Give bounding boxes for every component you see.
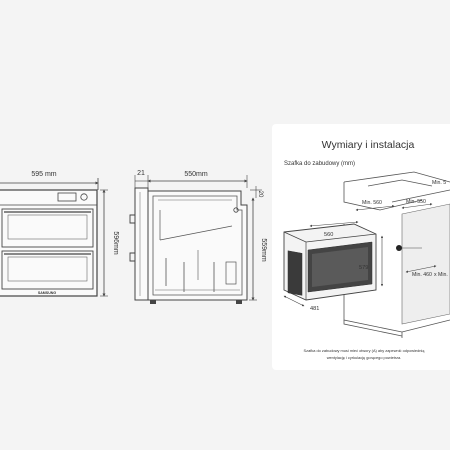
dim-min-460: Min. 460 — [412, 272, 432, 278]
oven-perspective-drawing — [283, 223, 377, 301]
oven-front-body — [0, 189, 98, 297]
side-door-profile — [134, 187, 149, 301]
side-handle-lower — [129, 252, 135, 262]
dim-min-550: Min. 550 — [406, 199, 426, 205]
installation-note-line2: wentylację i cyrkulację gorącego powietr… — [327, 355, 402, 360]
dim-min-right: Min. 5 — [432, 180, 446, 186]
dim-oven-height: 579 — [359, 265, 368, 271]
front-view-drawing: 595 mm SAMSUNG 596mm — [0, 171, 119, 297]
installation-subtitle: Szafka do zabudowy (mm) — [284, 161, 355, 167]
dim-oven-width: 560 — [324, 232, 333, 238]
dim-min-rest: x Min. — [434, 272, 448, 278]
installation-note-line1: Szafka do zabudowy musi mieć otwory (A) … — [304, 348, 426, 353]
installation-diagram: Wymiary i instalacja Szafka do zabudowy … — [283, 139, 450, 360]
lower-door — [1, 250, 94, 290]
brand-logo: SAMSUNG — [38, 291, 57, 295]
control-display — [57, 192, 77, 202]
side-offset-label: 21 — [137, 170, 145, 177]
side-depth-label: 550mm — [184, 171, 208, 178]
dim-min-560: Min. 560 — [362, 200, 382, 206]
side-view-drawing: 21 550mm 20 — [129, 170, 267, 304]
installation-title: Wymiary i instalacja — [322, 139, 415, 151]
vent-opening-marker — [396, 245, 402, 251]
technical-drawings: 595 mm SAMSUNG 596mm — [0, 170, 267, 304]
front-width-label: 595 mm — [31, 171, 56, 178]
control-knob — [80, 193, 88, 201]
front-height-label: 596mm — [112, 231, 119, 255]
side-body — [147, 190, 248, 301]
side-height-label: 559mm — [260, 238, 267, 262]
side-top-label: 20 — [257, 191, 263, 198]
side-handle-upper — [129, 214, 135, 224]
dim-oven-depth: 481 — [310, 306, 319, 312]
vent-marker-label: A — [398, 246, 401, 251]
installation-card: Wymiary i instalacja Szafka do zabudowy … — [272, 124, 450, 370]
upper-door — [1, 208, 94, 248]
